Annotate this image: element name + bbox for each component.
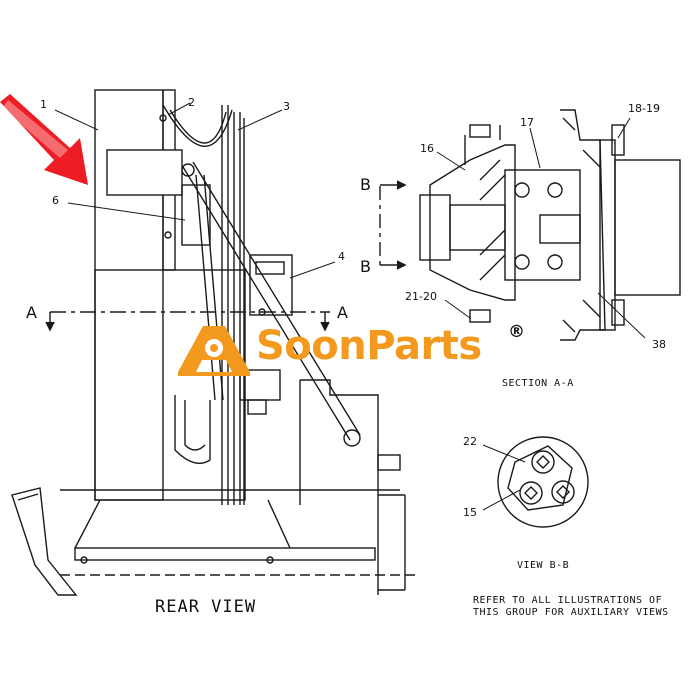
soonparts-logo-icon	[178, 326, 250, 376]
section-cut-a	[45, 311, 330, 332]
note-line-2: THIS GROUP FOR AUXILIARY VIEWS	[473, 607, 669, 618]
callout-21-20: 21-20	[405, 290, 437, 303]
section-marker-b-bottom: B	[360, 257, 371, 276]
callout-15: 15	[463, 506, 477, 519]
callout-38: 38	[652, 338, 666, 351]
callout-1: 1	[40, 98, 47, 111]
leader-lines-rear	[54, 102, 336, 279]
rear-view-drawing	[11, 89, 420, 596]
callout-17: 17	[520, 116, 534, 129]
section-marker-b-top: B	[360, 175, 371, 194]
registered-mark: ®	[508, 322, 525, 342]
note-line-1: REFER TO ALL ILLUSTRATIONS OF	[473, 595, 662, 606]
callout-3: 3	[283, 100, 290, 113]
section-aa-title: SECTION A-A	[502, 378, 574, 389]
rear-view-title: REAR VIEW	[155, 597, 256, 617]
section-marker-a-left: A	[26, 303, 37, 322]
leader-lines-section	[436, 117, 646, 339]
callout-16: 16	[420, 142, 434, 155]
callout-6: 6	[52, 194, 59, 207]
section-marker-a-right: A	[337, 303, 348, 322]
callout-22: 22	[463, 435, 477, 448]
pointer-arrow	[0, 94, 88, 185]
view-bb-title: VIEW B-B	[517, 560, 569, 571]
view-bb-drawing	[482, 436, 589, 528]
section-aa-drawing	[379, 109, 681, 341]
callout-18-19: 18-19	[628, 102, 660, 115]
brand-name: SoonParts	[256, 323, 482, 369]
callout-2: 2	[188, 96, 195, 109]
callout-4: 4	[338, 250, 345, 263]
